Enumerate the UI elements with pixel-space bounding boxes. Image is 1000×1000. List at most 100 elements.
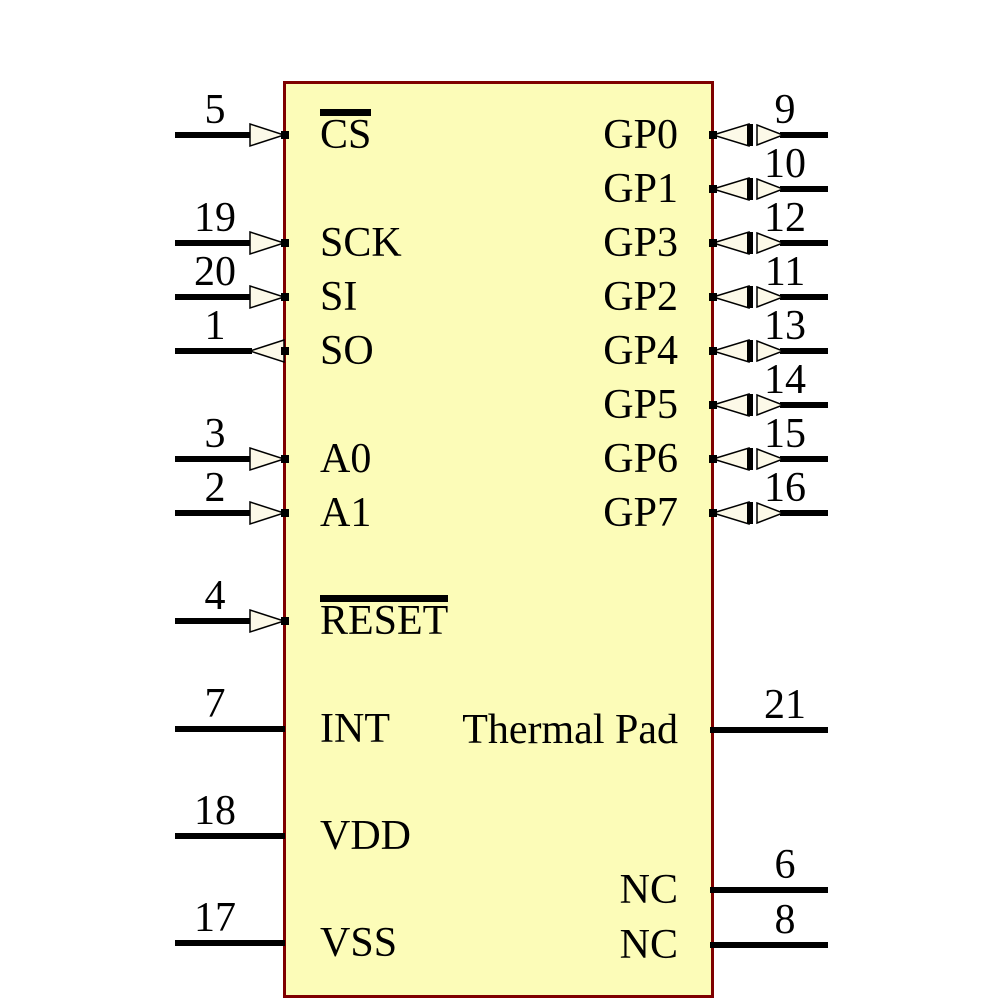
input-arrow-icon [249, 500, 287, 526]
pin-label-text-5-cs: CS [320, 109, 372, 158]
pin-number-18-vdd: 18 [194, 788, 236, 834]
pin-number-12-gp3: 12 [764, 195, 806, 241]
pin-label-2-a1: A1 [320, 491, 371, 535]
pin-line-13-gp4 [780, 348, 828, 354]
pin-node-icon [709, 293, 717, 301]
bidirectional-arrow-icon [710, 500, 786, 526]
pin-number-9-gp0: 9 [774, 87, 796, 133]
pin-line-14-gp5 [780, 402, 828, 408]
pin-number-5-cs: 5 [204, 87, 226, 133]
pin-label-text-4-reset: RESET [320, 595, 449, 644]
pin-line-3-a0 [175, 456, 252, 462]
pin-line-8-nc [710, 942, 828, 948]
pin-label-18-vdd: VDD [320, 814, 411, 858]
pin-number-1-so: 1 [204, 303, 226, 349]
pin-node-icon [281, 347, 289, 355]
pin-node-icon [709, 131, 717, 139]
pin-line-17-vss [175, 940, 285, 946]
pin-number-17-vss: 17 [194, 895, 236, 941]
pin-number-19-sck: 19 [194, 195, 236, 241]
pin-label-19-sck: SCK [320, 221, 402, 265]
pin-label-text-6-nc: NC [619, 867, 678, 913]
pin-line-7-int [175, 726, 285, 732]
pin-number-7-int: 7 [204, 681, 226, 727]
pin-label-20-si: SI [320, 275, 357, 319]
pin-label-text-2-a1: A1 [320, 490, 372, 536]
pin-line-20-si [175, 294, 252, 300]
pin-node-icon [709, 347, 717, 355]
pin-label-1-so: SO [320, 329, 374, 373]
input-arrow-icon [249, 230, 287, 256]
pin-line-12-gp3 [780, 240, 828, 246]
pin-node-icon [281, 455, 289, 463]
pin-label-text-9-gp0: GP0 [603, 112, 678, 158]
pin-number-8-nc: 8 [774, 897, 796, 943]
pin-node-icon [281, 293, 289, 301]
pin-node-icon [281, 239, 289, 247]
input-arrow-icon [249, 284, 287, 310]
bidirectional-arrow-icon [710, 284, 786, 310]
pin-label-text-12-gp3: GP3 [603, 220, 678, 266]
pin-line-2-a1 [175, 510, 252, 516]
pin-label-text-21-thermal-pad: Thermal Pad [462, 707, 678, 753]
pin-node-icon [281, 131, 289, 139]
pin-node-icon [709, 239, 717, 247]
pin-number-13-gp4: 13 [764, 303, 806, 349]
pin-line-21-thermal-pad [710, 727, 828, 733]
pin-label-21-thermal-pad: Thermal Pad [462, 708, 678, 752]
pin-label-10-gp1: GP1 [603, 167, 678, 211]
pin-number-15-gp6: 15 [764, 411, 806, 457]
pin-label-16-gp7: GP7 [603, 491, 678, 535]
input-arrow-icon [249, 446, 287, 472]
pin-label-text-17-vss: VSS [320, 920, 398, 966]
pin-number-3-a0: 3 [204, 411, 226, 457]
pin-label-text-16-gp7: GP7 [603, 490, 678, 536]
pin-label-text-19-sck: SCK [320, 220, 402, 266]
pin-number-14-gp5: 14 [764, 357, 806, 403]
pin-node-icon [709, 185, 717, 193]
pin-label-text-3-a0: A0 [320, 436, 372, 482]
pin-line-11-gp2 [780, 294, 828, 300]
pin-label-text-10-gp1: GP1 [603, 166, 678, 212]
pin-label-text-11-gp2: GP2 [603, 274, 678, 320]
component-body [283, 81, 714, 998]
pin-number-4-reset: 4 [204, 573, 226, 619]
pin-line-1-so [175, 348, 252, 354]
pin-label-text-15-gp6: GP6 [603, 436, 678, 482]
pin-line-18-vdd [175, 833, 285, 839]
pin-node-icon [281, 617, 289, 625]
pin-label-9-gp0: GP0 [603, 113, 678, 157]
pin-label-3-a0: A0 [320, 437, 371, 481]
pin-number-20-si: 20 [194, 249, 236, 295]
pin-label-text-13-gp4: GP4 [603, 328, 678, 374]
pin-node-icon [709, 455, 717, 463]
pin-label-text-1-so: SO [320, 328, 374, 374]
pin-label-6-nc: NC [620, 868, 678, 912]
pin-label-15-gp6: GP6 [603, 437, 678, 481]
pin-label-text-18-vdd: VDD [320, 813, 411, 859]
pin-number-2-a1: 2 [204, 465, 226, 511]
bidirectional-arrow-icon [710, 230, 786, 256]
pin-line-5-cs [175, 132, 252, 138]
pin-label-text-7-int: INT [320, 706, 390, 752]
pin-node-icon [709, 509, 717, 517]
pin-number-11-gp2: 11 [764, 249, 806, 295]
pin-line-10-gp1 [780, 186, 828, 192]
pin-label-text-8-nc: NC [619, 922, 678, 968]
bidirectional-arrow-icon [710, 446, 786, 472]
pin-number-21-thermal-pad: 21 [764, 682, 806, 728]
pin-label-4-reset: RESET [320, 595, 449, 644]
pin-number-6-nc: 6 [774, 842, 796, 888]
pin-number-16-gp7: 16 [764, 465, 806, 511]
pin-label-11-gp2: GP2 [603, 275, 678, 319]
pin-node-icon [709, 401, 717, 409]
pin-label-5-cs: CS [320, 109, 372, 158]
pin-label-7-int: INT [320, 707, 390, 751]
bidirectional-arrow-icon [710, 338, 786, 364]
input-arrow-icon [249, 608, 287, 634]
bidirectional-arrow-icon [710, 122, 786, 148]
pin-line-16-gp7 [780, 510, 828, 516]
pin-label-13-gp4: GP4 [603, 329, 678, 373]
bidirectional-arrow-icon [710, 176, 786, 202]
